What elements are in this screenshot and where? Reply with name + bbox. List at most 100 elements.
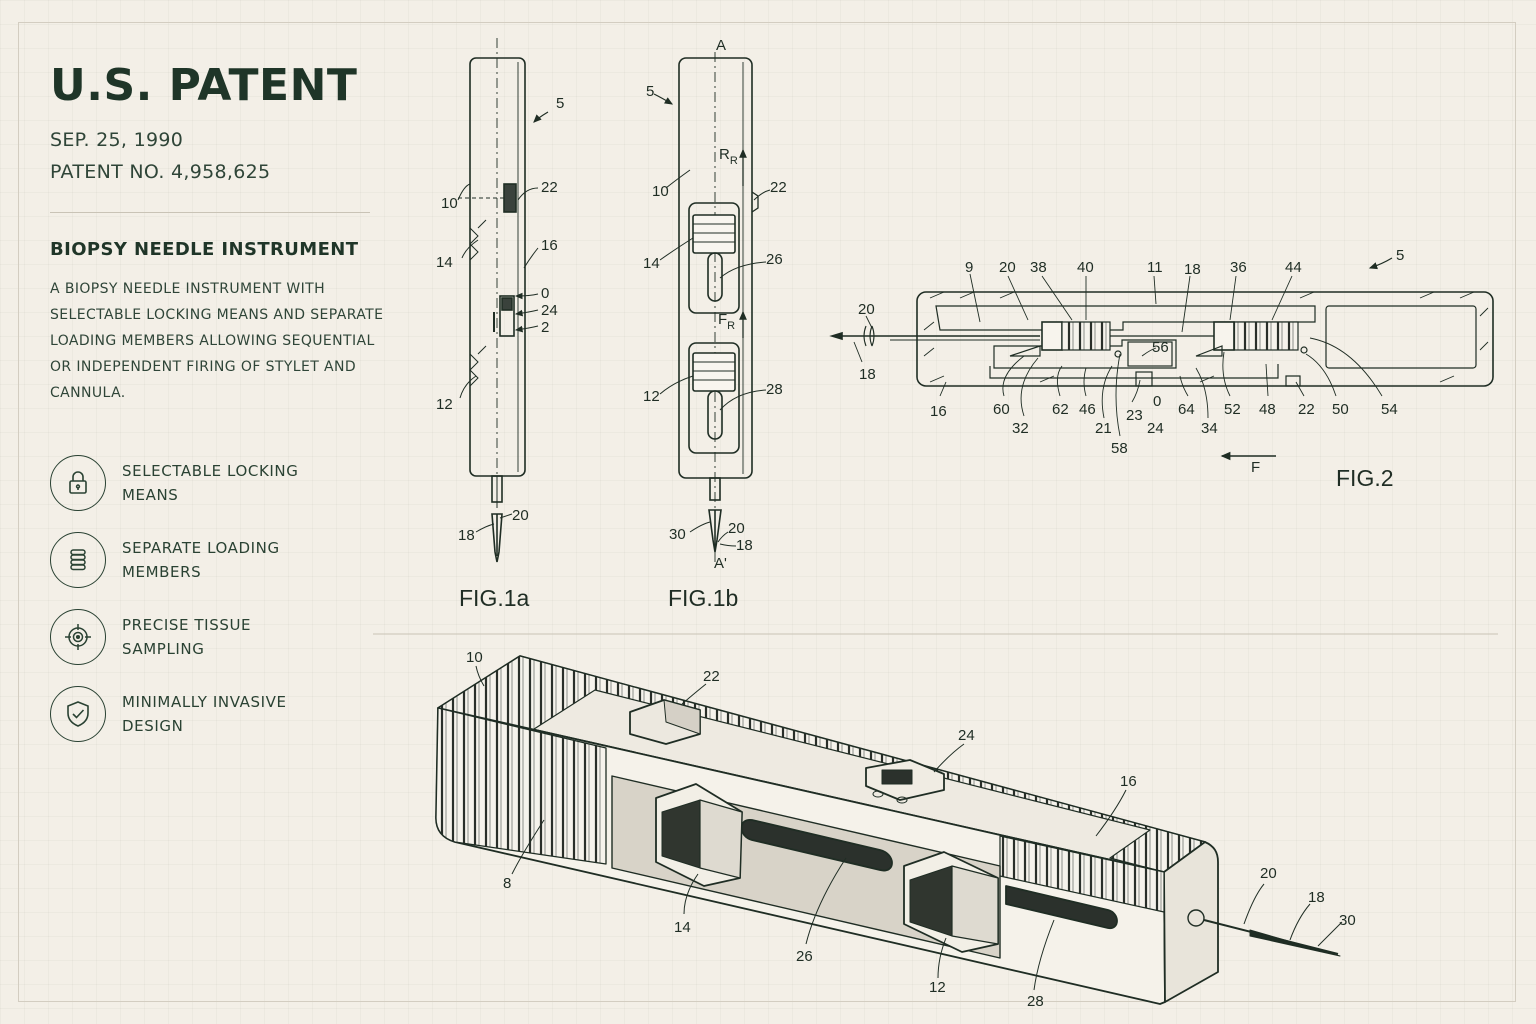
ref-label: 52 xyxy=(1224,401,1241,418)
ref-label: 46 xyxy=(1079,401,1096,418)
crosshair-icon xyxy=(50,609,106,665)
feature-item: PRECISE TISSUE SAMPLING xyxy=(50,608,380,666)
ref-label: 50 xyxy=(1332,401,1349,418)
page-title: U.S. PATENT xyxy=(50,60,358,111)
ref-label: 14 xyxy=(643,255,660,272)
ref-label: 10 xyxy=(652,183,669,200)
feature-label: SEPARATE LOADING MEMBERS xyxy=(122,539,280,581)
patent-date: SEP. 25, 1990 xyxy=(50,129,184,151)
spring-40 xyxy=(1061,321,1111,351)
slot-lower xyxy=(688,342,740,454)
feature-label: MINIMALLY INVASIVE DESIGN xyxy=(122,693,287,735)
spring-coil-icon xyxy=(50,532,106,588)
loading-member-14 xyxy=(692,214,736,254)
feature-item: SELECTABLE LOCKING MEANS xyxy=(50,454,380,512)
ref-label: 23 xyxy=(1126,407,1143,424)
locking-knob xyxy=(503,183,517,213)
ref-label: 38 xyxy=(1030,259,1047,276)
fire-direction-label: FR xyxy=(718,311,735,332)
ref-label: 28 xyxy=(766,381,783,398)
ref-label: 34 xyxy=(1201,420,1218,437)
track-slot-26 xyxy=(740,819,893,872)
ref-label: 62 xyxy=(1052,401,1069,418)
ref-label: 10 xyxy=(441,195,458,212)
ref-label: 0 xyxy=(541,285,549,302)
track-slot-28 xyxy=(1005,885,1118,929)
figure-1b xyxy=(653,52,771,562)
ref-label: 32 xyxy=(1012,420,1029,437)
ref-label: 26 xyxy=(796,948,813,965)
figure-3-perspective xyxy=(435,655,1343,1005)
ref-label: 18 xyxy=(1184,261,1201,278)
ref-label: 20 xyxy=(999,259,1016,276)
ref-label: 5 xyxy=(1396,247,1404,264)
feature-label: PRECISE TISSUE SAMPLING xyxy=(122,616,252,658)
ref-label: 60 xyxy=(993,401,1010,418)
ref-label: 20 xyxy=(1260,865,1277,882)
ref-label: 20 xyxy=(512,507,529,524)
ref-label: 44 xyxy=(1285,259,1302,276)
ref-label: 16 xyxy=(1120,773,1137,790)
ref-label: 64 xyxy=(1178,401,1195,418)
ref-label: 20 xyxy=(858,301,875,318)
figure-caption: FIG.2 xyxy=(1336,465,1394,491)
ref-label: 8 xyxy=(503,875,511,892)
hub-stylet xyxy=(1041,321,1063,351)
ref-label: 28 xyxy=(1027,993,1044,1010)
ref-label: 22 xyxy=(1298,401,1315,418)
ref-label: 18 xyxy=(1308,889,1325,906)
ref-label: 10 xyxy=(466,649,483,666)
ref-label: 5 xyxy=(646,83,654,100)
patent-number: PATENT NO. 4,958,625 xyxy=(50,161,271,183)
ref-label: 12 xyxy=(436,396,453,413)
selector-switch xyxy=(499,295,515,337)
figure-caption: FIG.1a xyxy=(459,585,530,611)
ref-label: 48 xyxy=(1259,401,1276,418)
ref-label: 58 xyxy=(1111,440,1128,457)
divider xyxy=(50,212,370,213)
ref-label: 12 xyxy=(929,979,946,996)
ref-label: 24 xyxy=(541,302,558,319)
ref-label: 9 xyxy=(965,259,973,276)
slot-upper xyxy=(688,202,740,314)
fig1b-labels: A 5 10 22 14 26 12 28 RR FR 30 20 18 A' … xyxy=(643,37,787,611)
feature-item: MINIMALLY INVASIVE DESIGN xyxy=(50,685,380,743)
ref-label: 18 xyxy=(859,366,876,383)
ref-label: 2 xyxy=(541,319,549,336)
ref-label: 40 xyxy=(1077,259,1094,276)
ref-label: 21 xyxy=(1095,420,1112,437)
ref-label: 26 xyxy=(766,251,783,268)
feature-item: SEPARATE LOADING MEMBERS xyxy=(50,531,380,589)
feature-list: SELECTABLE LOCKING MEANS SEPARATE LOADIN… xyxy=(50,454,380,762)
axis-label: A xyxy=(716,37,726,54)
ref-label: 0 xyxy=(1153,393,1161,410)
invention-title: BIOPSY NEEDLE INSTRUMENT xyxy=(50,239,359,260)
shield-check-icon xyxy=(50,686,106,742)
figure-caption: FIG.1b xyxy=(668,585,738,611)
ref-label: 12 xyxy=(643,388,660,405)
direction-label: F xyxy=(1251,459,1260,476)
instrument-body-side xyxy=(469,57,526,477)
fig3-labels: 10 22 24 16 8 14 26 12 28 20 18 30 xyxy=(466,649,1356,1010)
fig1a-labels: 5 10 22 14 16 0 24 2 12 20 18 FIG.1a xyxy=(436,95,564,611)
ref-label: 20 xyxy=(728,520,745,537)
hub-cannula xyxy=(1213,321,1235,351)
figure-2 xyxy=(829,257,1494,461)
ref-label: 18 xyxy=(458,527,475,544)
ref-label: 5 xyxy=(556,95,564,112)
ref-label: 56 xyxy=(1152,339,1169,356)
axis-label: A' xyxy=(714,555,727,572)
ref-label: 22 xyxy=(703,668,720,685)
ref-label: 11 xyxy=(1147,259,1163,276)
ref-label: 30 xyxy=(669,526,686,543)
ref-label: 16 xyxy=(541,237,558,254)
ref-label: 30 xyxy=(1339,912,1356,929)
ref-label: 24 xyxy=(1147,420,1164,437)
ref-label: 54 xyxy=(1381,401,1398,418)
ref-label: 14 xyxy=(436,254,453,271)
feature-label: SELECTABLE LOCKING MEANS xyxy=(122,462,299,504)
instrument-body-front xyxy=(678,57,753,479)
invention-description: A BIOPSY NEEDLE INSTRUMENT WITH SELECTAB… xyxy=(50,281,384,401)
